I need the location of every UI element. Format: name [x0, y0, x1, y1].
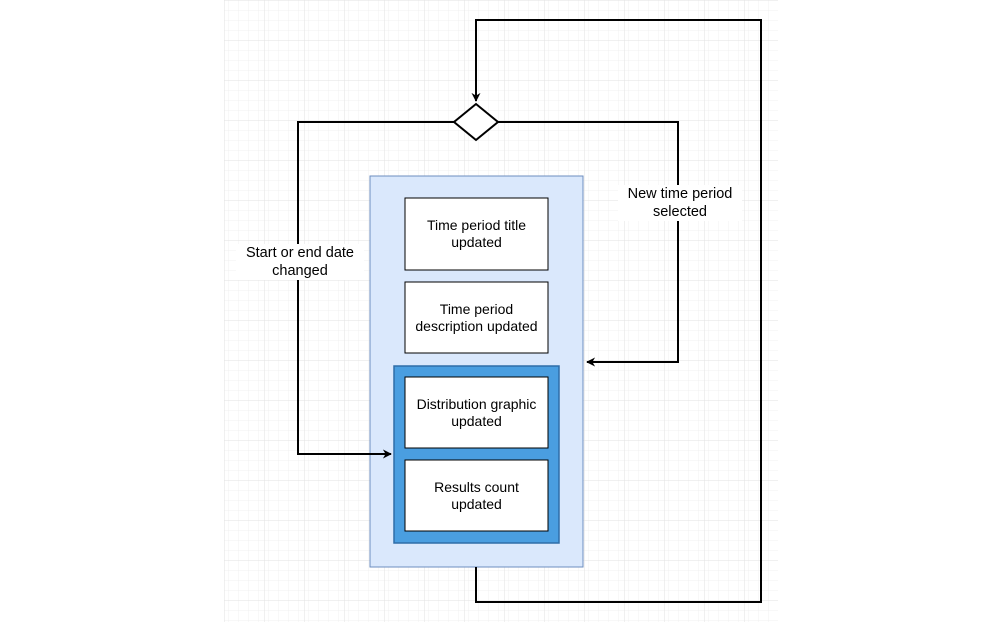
node-time-period-title: Time period title updated	[426, 217, 527, 250]
node-time-period-description: Time period description updated	[415, 300, 538, 334]
node-time-period-title-box[interactable]	[404, 197, 549, 271]
node-results-count-box[interactable]	[404, 459, 549, 532]
decision-diamond[interactable]	[452, 102, 500, 142]
edge-right-branch-label: New time period selected	[618, 185, 742, 221]
edge-left-branch[interactable]	[297, 121, 454, 459]
edge-loop-back[interactable]	[471, 19, 762, 603]
edge-right-branch[interactable]	[498, 121, 679, 367]
edge-left-branch-label: Start or end date changed	[236, 244, 364, 280]
node-time-period-description-box[interactable]	[404, 281, 549, 354]
node-distribution-graphic-box[interactable]	[404, 376, 549, 449]
node-results-count: Results count updated	[434, 478, 519, 512]
node-distribution-graphic: Distribution graphic updated	[416, 395, 537, 429]
